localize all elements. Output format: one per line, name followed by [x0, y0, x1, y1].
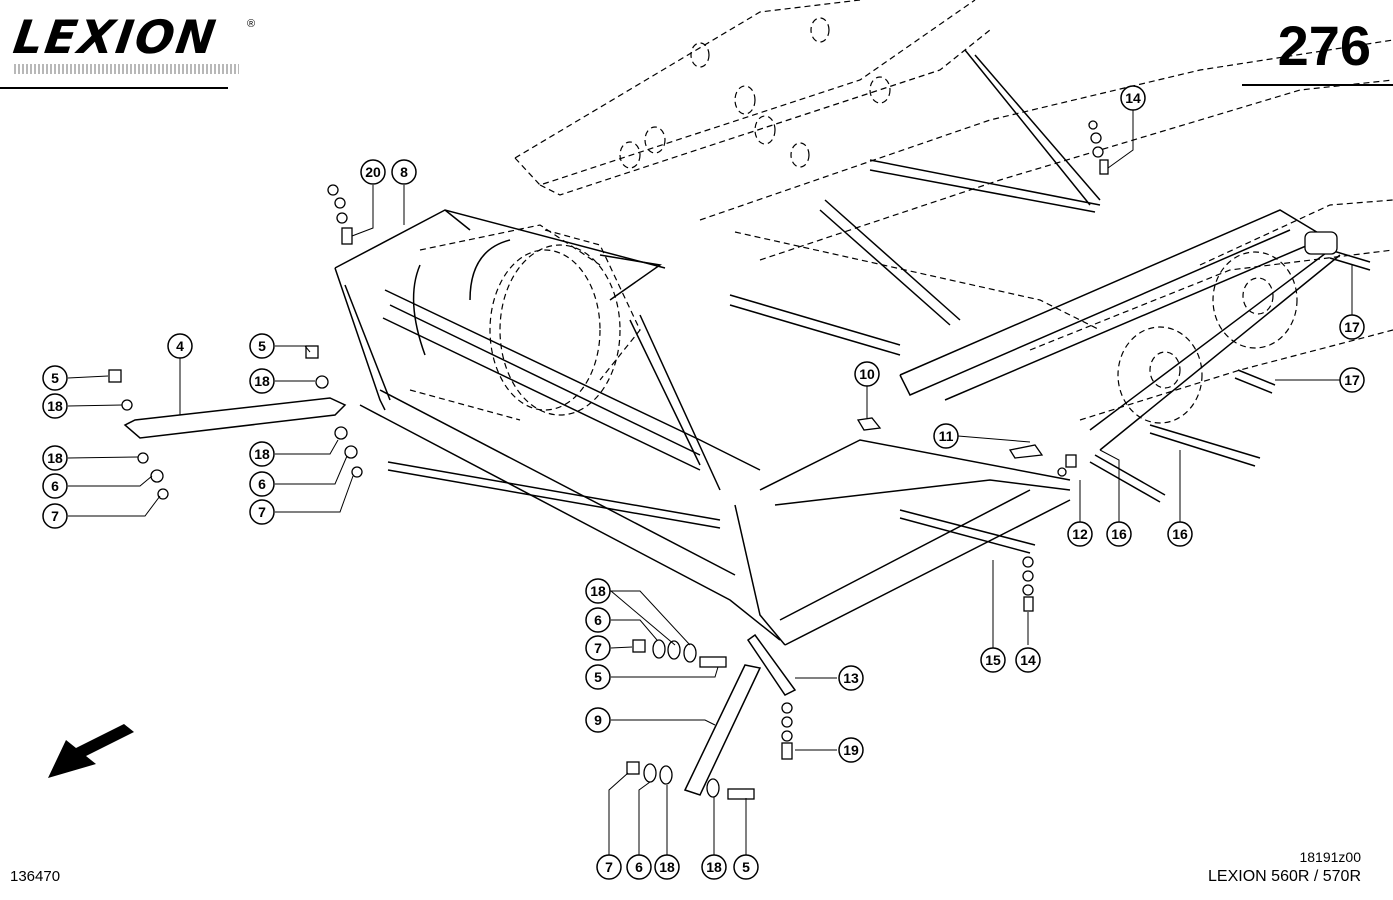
dashed-housing	[409, 0, 1393, 424]
svg-text:18: 18	[659, 859, 675, 875]
svg-text:6: 6	[594, 612, 602, 628]
callout-8: 8	[391, 159, 417, 185]
callout-20: 20	[360, 159, 386, 185]
callout-7: 7	[596, 854, 622, 880]
svg-text:18: 18	[590, 583, 606, 599]
drawing-code: 18191z00	[1299, 849, 1361, 865]
callout-6: 6	[42, 473, 68, 499]
callout-6: 6	[249, 471, 275, 497]
svg-text:18: 18	[47, 450, 63, 466]
callout-15: 15	[980, 647, 1006, 673]
callout-6: 6	[585, 607, 611, 633]
callout-18: 18	[249, 368, 275, 394]
callout-7: 7	[585, 635, 611, 661]
callout-17: 17	[1339, 314, 1365, 340]
callout-7: 7	[249, 499, 275, 525]
callout-5: 5	[249, 333, 275, 359]
callout-18: 18	[42, 445, 68, 471]
svg-text:17: 17	[1344, 319, 1360, 335]
logo-underline	[14, 64, 239, 74]
svg-text:5: 5	[594, 669, 602, 685]
svg-text:19: 19	[843, 742, 859, 758]
callout-18: 18	[42, 393, 68, 419]
callout-18: 18	[701, 854, 727, 880]
svg-text:17: 17	[1344, 372, 1360, 388]
header-rules	[0, 84, 1393, 89]
svg-text:16: 16	[1172, 526, 1188, 542]
svg-text:18: 18	[254, 373, 270, 389]
callout-12: 12	[1067, 521, 1093, 547]
callout-18: 18	[585, 578, 611, 604]
svg-text:5: 5	[51, 370, 59, 386]
leader-lines	[67, 110, 1353, 855]
callout-16: 16	[1106, 521, 1132, 547]
svg-text:18: 18	[47, 398, 63, 414]
callout-18: 18	[654, 854, 680, 880]
callout-9: 9	[585, 707, 611, 733]
svg-text:18: 18	[254, 446, 270, 462]
brand-registered-mark: ®	[247, 18, 256, 30]
svg-text:18: 18	[706, 859, 722, 875]
svg-text:8: 8	[400, 164, 408, 180]
callout-17: 17	[1339, 367, 1365, 393]
svg-text:20: 20	[365, 164, 381, 180]
model-designation: LEXION 560R / 570R	[1208, 868, 1361, 885]
svg-text:7: 7	[51, 508, 59, 524]
direction-arrow	[48, 724, 134, 778]
svg-text:7: 7	[258, 504, 266, 520]
stay-rods	[123, 49, 1371, 796]
callout-19: 19	[838, 737, 864, 763]
svg-text:14: 14	[1125, 90, 1141, 106]
svg-text:6: 6	[258, 476, 266, 492]
callout-18: 18	[249, 441, 275, 467]
callout-11: 11	[933, 423, 959, 449]
svg-text:4: 4	[176, 338, 184, 354]
callout-5: 5	[585, 664, 611, 690]
svg-text:5: 5	[742, 859, 750, 875]
svg-text:7: 7	[605, 859, 613, 875]
callout-16: 16	[1167, 521, 1193, 547]
feeder-frame	[334, 209, 1341, 646]
image-number: 136470	[10, 868, 61, 885]
callout-10: 10	[854, 361, 880, 387]
page-number: 276	[1277, 14, 1371, 77]
svg-text:9: 9	[594, 712, 602, 728]
svg-text:10: 10	[859, 366, 875, 382]
callout-4: 4	[167, 333, 193, 359]
callout-5: 5	[42, 365, 68, 391]
svg-text:6: 6	[51, 478, 59, 494]
svg-text:6: 6	[635, 859, 643, 875]
callout-14: 14	[1015, 647, 1041, 673]
callouts: 4 5 18 18 6 7 5 18 18 6 7 20 8 14 10 11 …	[42, 85, 1365, 880]
svg-text:16: 16	[1111, 526, 1127, 542]
callout-7: 7	[42, 503, 68, 529]
callout-5: 5	[733, 854, 759, 880]
svg-text:14: 14	[1020, 652, 1036, 668]
svg-text:12: 12	[1072, 526, 1088, 542]
hardware	[108, 120, 1338, 800]
callout-6: 6	[626, 854, 652, 880]
svg-text:15: 15	[985, 652, 1001, 668]
callout-14: 14	[1120, 85, 1146, 111]
svg-text:11: 11	[939, 428, 954, 444]
callout-13: 13	[838, 665, 864, 691]
svg-text:5: 5	[258, 338, 266, 354]
svg-text:13: 13	[843, 670, 859, 686]
svg-text:7: 7	[594, 640, 602, 656]
